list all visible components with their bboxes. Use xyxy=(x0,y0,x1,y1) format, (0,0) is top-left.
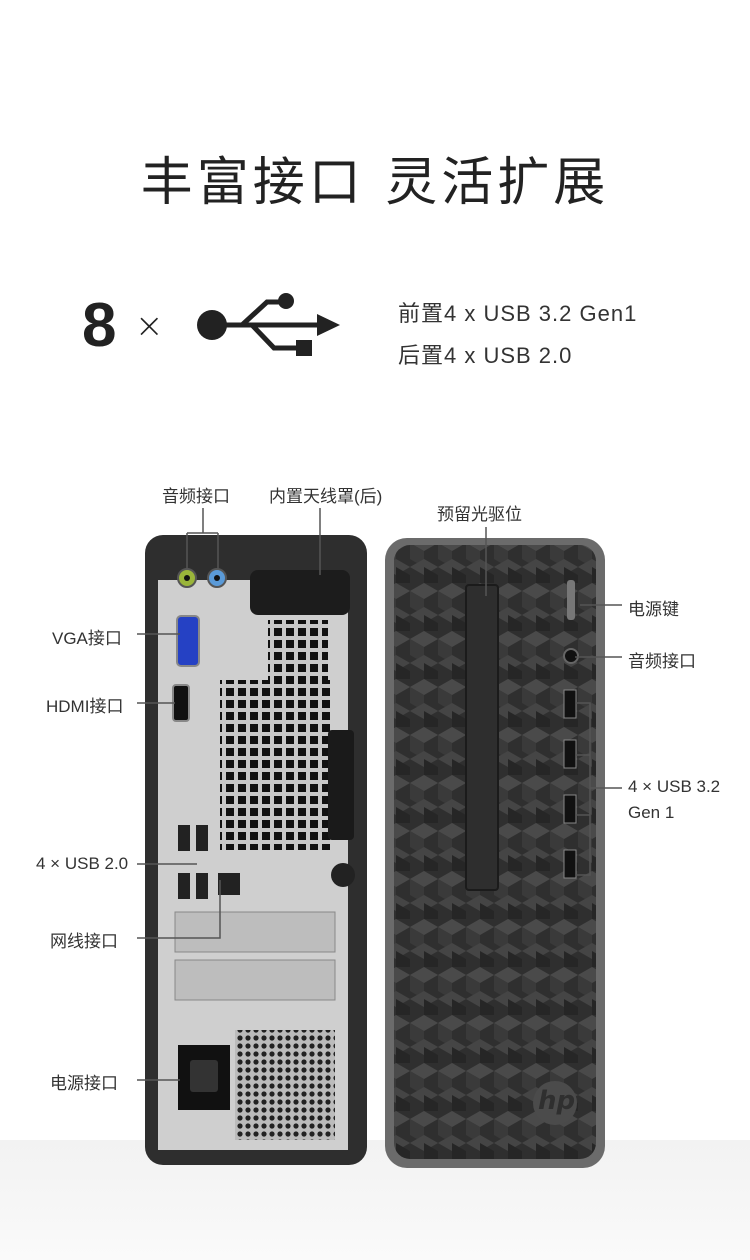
rear-usb-spec: 后置4 x USB 2.0 xyxy=(398,343,573,368)
times-sign: × xyxy=(135,306,164,346)
front-usb-spec: 前置4 x USB 3.2 Gen1 xyxy=(398,301,638,326)
usb-icon xyxy=(197,293,340,356)
floor-shadow xyxy=(0,1140,750,1260)
label-antenna: 内置天线罩(后) xyxy=(269,487,383,506)
label-lan: 网线接口 xyxy=(50,932,118,951)
rear-panel xyxy=(145,535,367,1165)
label-power-button: 电源键 xyxy=(628,600,679,619)
hp-logo: hp xyxy=(538,1086,576,1116)
page-title: 丰富接口 灵活扩展 xyxy=(140,153,610,213)
label-hdmi: HDMI接口 xyxy=(46,697,124,716)
usb-count: 8 xyxy=(82,291,117,360)
label-front-audio: 音频接口 xyxy=(628,652,696,671)
label-rear-usb: 4 × USB 2.0 xyxy=(36,854,129,873)
label-vga: VGA接口 xyxy=(52,629,122,648)
label-power-port: 电源接口 xyxy=(50,1074,118,1093)
label-rear-audio: 音频接口 xyxy=(162,487,230,506)
label-front-usb-1: 4 × USB 3.2 xyxy=(628,777,721,796)
label-front-usb-2: Gen 1 xyxy=(628,803,675,822)
front-panel xyxy=(385,538,605,1168)
label-optical-bay: 预留光驱位 xyxy=(437,505,522,524)
